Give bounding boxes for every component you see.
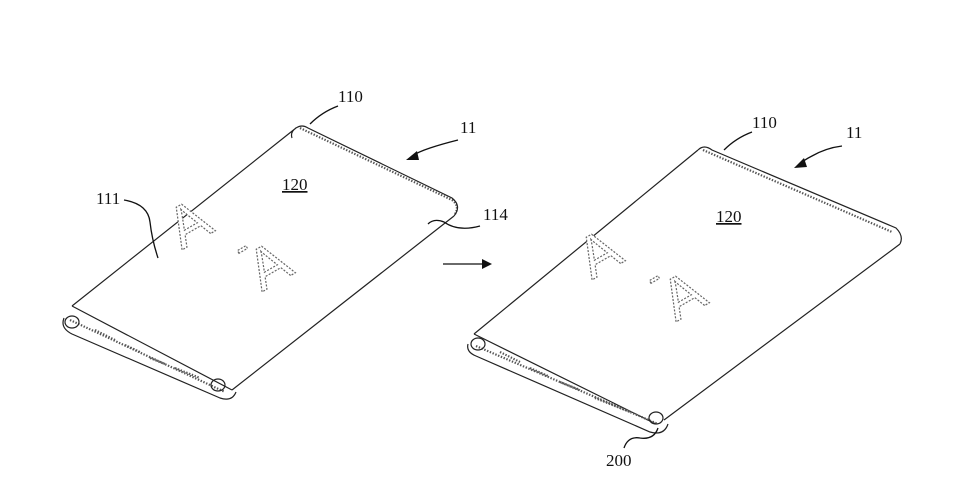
right-leader-11 — [800, 146, 842, 164]
left-leader-11 — [412, 140, 458, 156]
right-leader-110 — [724, 132, 752, 150]
right-mark-a1: A — [566, 215, 632, 291]
left-bottom-edge — [63, 318, 236, 399]
left-mark-a1: A — [156, 185, 222, 261]
transition-arrow — [443, 259, 492, 269]
right-device: A - A 110 11 120 200 — [468, 113, 902, 470]
left-label-110: 110 — [338, 87, 363, 106]
right-label-11: 11 — [846, 123, 862, 142]
left-top-edge — [300, 128, 457, 214]
right-end-circle-1 — [471, 338, 485, 350]
right-bottom-edge — [468, 344, 668, 433]
left-top-edge-outline — [296, 126, 458, 216]
left-label-114: 114 — [483, 205, 508, 224]
left-arrowhead-11 — [406, 151, 419, 160]
left-device: A - A 110 11 120 111 114 — [63, 87, 508, 399]
right-mark-a2: A — [650, 257, 716, 333]
left-leader-110 — [310, 106, 338, 124]
left-bottom-edge-hatch — [70, 320, 225, 392]
right-label-110: 110 — [752, 113, 777, 132]
right-label-200: 200 — [606, 451, 632, 470]
right-leader-200 — [624, 428, 658, 448]
left-label-111: 111 — [96, 189, 120, 208]
right-ports — [500, 352, 630, 412]
left-ports — [95, 330, 200, 378]
left-mark-a2: A — [236, 227, 302, 303]
left-label-120: 120 — [282, 175, 308, 194]
left-leader-114 — [428, 220, 480, 228]
left-label-11: 11 — [460, 118, 476, 137]
left-leader-111 — [124, 200, 158, 258]
right-label-120: 120 — [716, 207, 742, 226]
right-bottom-edge-hatch — [476, 346, 658, 424]
